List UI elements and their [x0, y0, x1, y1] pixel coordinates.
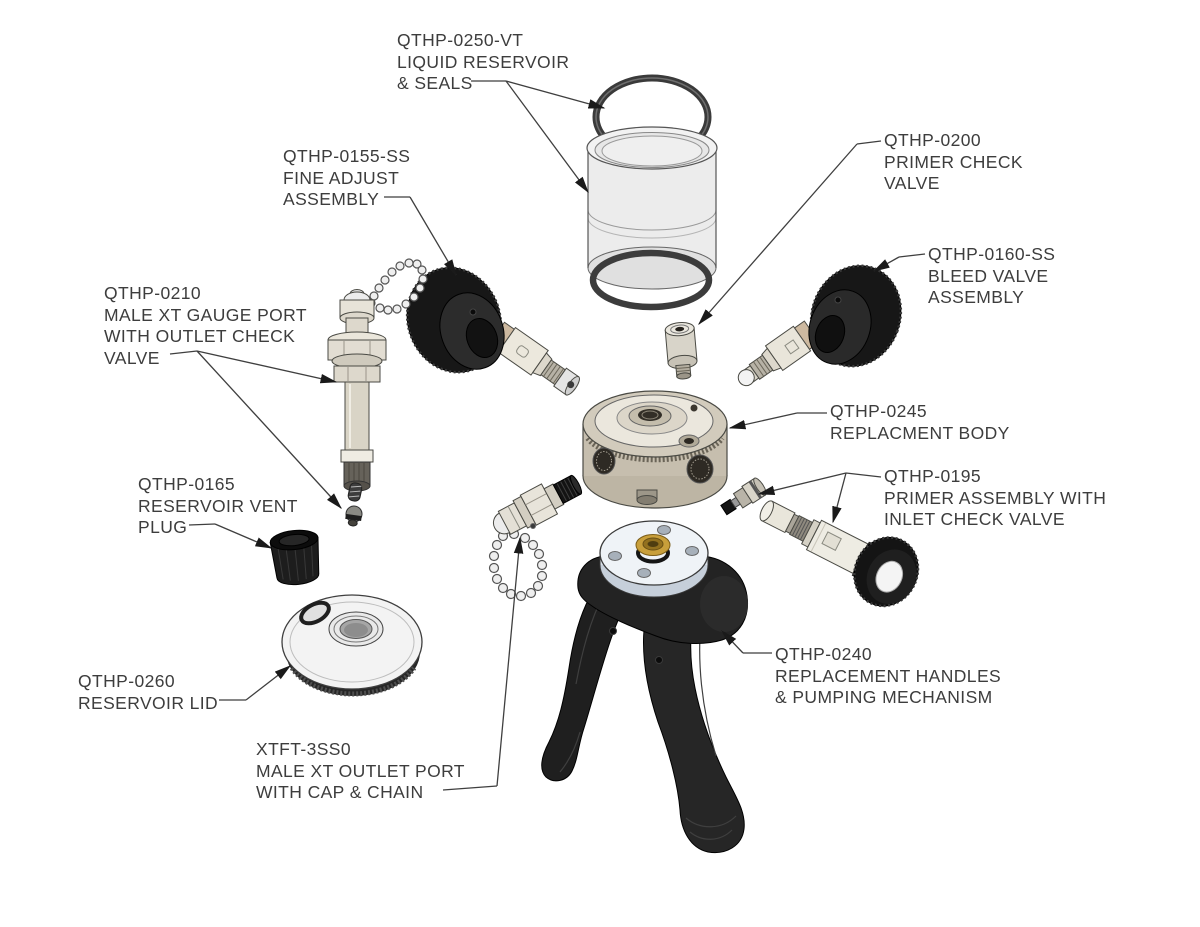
part-description-line: PRIMER CHECK: [884, 151, 1023, 172]
outlet-check-valve-parts-drawing: [345, 482, 363, 527]
part-label-qthp-0200: QTHP-0200 PRIMER CHECK VALVE: [884, 130, 1023, 195]
part-label-qthp-0160-ss: QTHP-0160-SS BLEED VALVE ASSEMBLY: [928, 244, 1055, 309]
part-number: QTHP-0165: [138, 474, 235, 494]
part-number: QTHP-0160-SS: [928, 244, 1056, 264]
part-description-line: MALE XT OUTLET PORT: [256, 760, 465, 781]
part-description-line: BLEED VALVE: [928, 265, 1049, 286]
part-number: XTFT-3SS0: [256, 739, 352, 759]
part-description-line: REPLACEMENT HANDLES: [775, 665, 1002, 686]
part-description-line: WITH OUTLET CHECK: [104, 326, 296, 346]
part-label-qthp-0245: QTHP-0245 REPLACMENT BODY: [830, 401, 1010, 444]
part-description-line: VALVE: [104, 347, 160, 368]
part-number: QTHP-0250-VT: [397, 30, 524, 50]
pump-handles-drawing: [541, 520, 749, 854]
part-description-line: REPLACMENT BODY: [830, 422, 1010, 443]
primer-assembly-drawing: [759, 500, 920, 608]
part-label-qthp-0195: QTHP-0195 PRIMER ASSEMBLY WITH INLET CHE…: [884, 466, 1106, 531]
gauge-port-drawing: [327, 289, 387, 492]
part-number: QTHP-0240: [775, 644, 872, 664]
part-description-line: & PUMPING MECHANISM: [775, 687, 993, 707]
part-number: QTHP-0210: [104, 283, 201, 303]
replacement-body-drawing: [582, 390, 728, 509]
bleed-valve-assembly-drawing: [737, 264, 903, 387]
part-description-line: FINE ADJUST: [283, 167, 400, 188]
part-label-qthp-0240: QTHP-0240 REPLACEMENT HANDLES & PUMPING …: [775, 644, 1001, 709]
part-number: QTHP-0195: [884, 466, 981, 486]
part-number: QTHP-0155-SS: [283, 146, 411, 166]
part-label-qthp-0260: QTHP-0260 RESERVOIR LID: [78, 671, 218, 714]
reservoir-vent-plug-drawing: [269, 529, 320, 586]
part-number: QTHP-0200: [884, 130, 981, 150]
part-description-line: INLET CHECK VALVE: [884, 509, 1065, 529]
part-label-qthp-0210: QTHP-0210 MALE XT GAUGE PORT WITH OUTLET…: [104, 283, 307, 369]
part-description-line: WITH CAP & CHAIN: [256, 782, 424, 802]
part-description-line: & SEALS: [397, 73, 473, 93]
part-description-line: VALVE: [884, 173, 940, 193]
leader-lines: [169, 80, 926, 791]
fine-adjust-assembly-drawing: [405, 266, 580, 396]
reservoir-bottom-seal-drawing: [589, 249, 713, 311]
liquid-reservoir-drawing: [586, 126, 718, 290]
part-label-qthp-0155-ss: QTHP-0155-SS FINE ADJUST ASSEMBLY: [283, 146, 410, 211]
part-description-line: RESERVOIR VENT: [138, 495, 298, 516]
part-description-line: PRIMER ASSEMBLY WITH: [884, 487, 1107, 508]
part-description-line: MALE XT GAUGE PORT: [104, 304, 307, 325]
gauge-port-chain: [366, 258, 428, 315]
part-description-line: ASSEMBLY: [928, 287, 1025, 307]
part-label-xtft-3ss0: XTFT-3SS0 MALE XT OUTLET PORT WITH CAP &…: [256, 739, 465, 804]
primer-check-valve-drawing: [664, 322, 698, 380]
part-description-line: ASSEMBLY: [283, 189, 380, 209]
part-description-line: PLUG: [138, 517, 188, 537]
outlet-port-chain: [488, 522, 548, 602]
part-description-line: LIQUID RESERVOIR: [397, 51, 570, 72]
outlet-port-drawing: [492, 474, 583, 535]
part-number: QTHP-0260: [78, 671, 175, 691]
part-description-line: RESERVOIR LID: [78, 692, 219, 713]
part-label-qthp-0250-vt: QTHP-0250-VT LIQUID RESERVOIR & SEALS: [397, 30, 569, 95]
part-label-qthp-0165: QTHP-0165 RESERVOIR VENT PLUG: [138, 474, 298, 539]
part-number: QTHP-0245: [830, 401, 927, 421]
reservoir-lid-drawing: [281, 594, 423, 697]
